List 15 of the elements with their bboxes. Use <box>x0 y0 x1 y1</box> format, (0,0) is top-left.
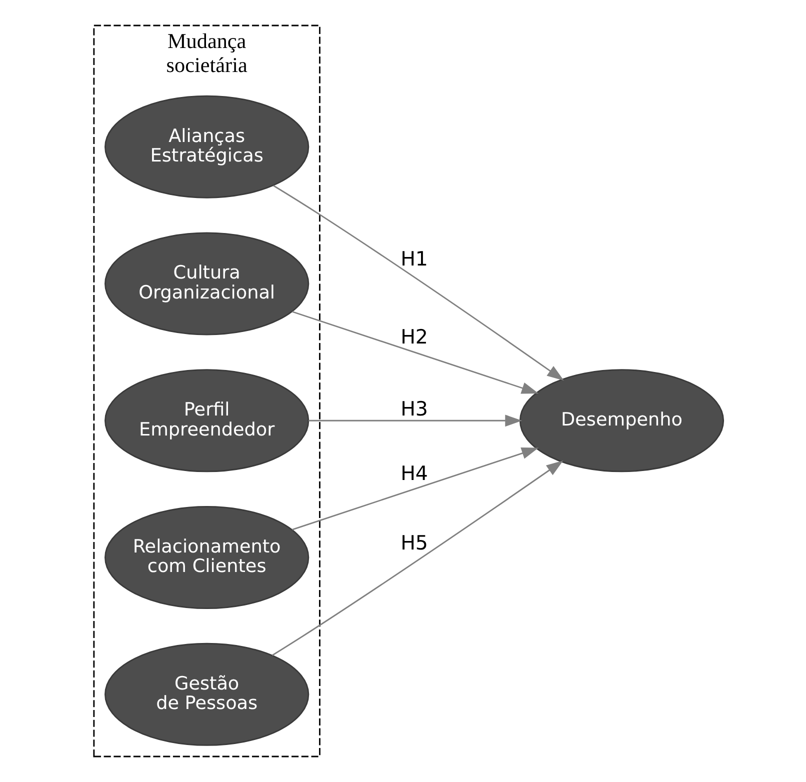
edge-label: H4 <box>400 462 428 486</box>
node-ellipse: Cultura Organizacional <box>104 232 310 336</box>
arrow <box>272 460 564 656</box>
node-ellipse: Perfil Empreendedor <box>104 369 310 472</box>
node-ellipse: Relacionamento com Clientes <box>104 506 310 610</box>
arrow <box>292 310 539 394</box>
edge-label: H1 <box>400 248 428 271</box>
node-ellipse: Gestão de Pessoas <box>104 642 310 746</box>
node-ellipse: Alianças Estratégicas <box>104 95 310 198</box>
edge-label: H2 <box>400 325 428 348</box>
arrow <box>292 448 539 530</box>
edge-label: H5 <box>400 531 428 554</box>
arrow <box>308 414 522 427</box>
edge-label: H3 <box>400 397 428 420</box>
arrow <box>273 185 564 381</box>
